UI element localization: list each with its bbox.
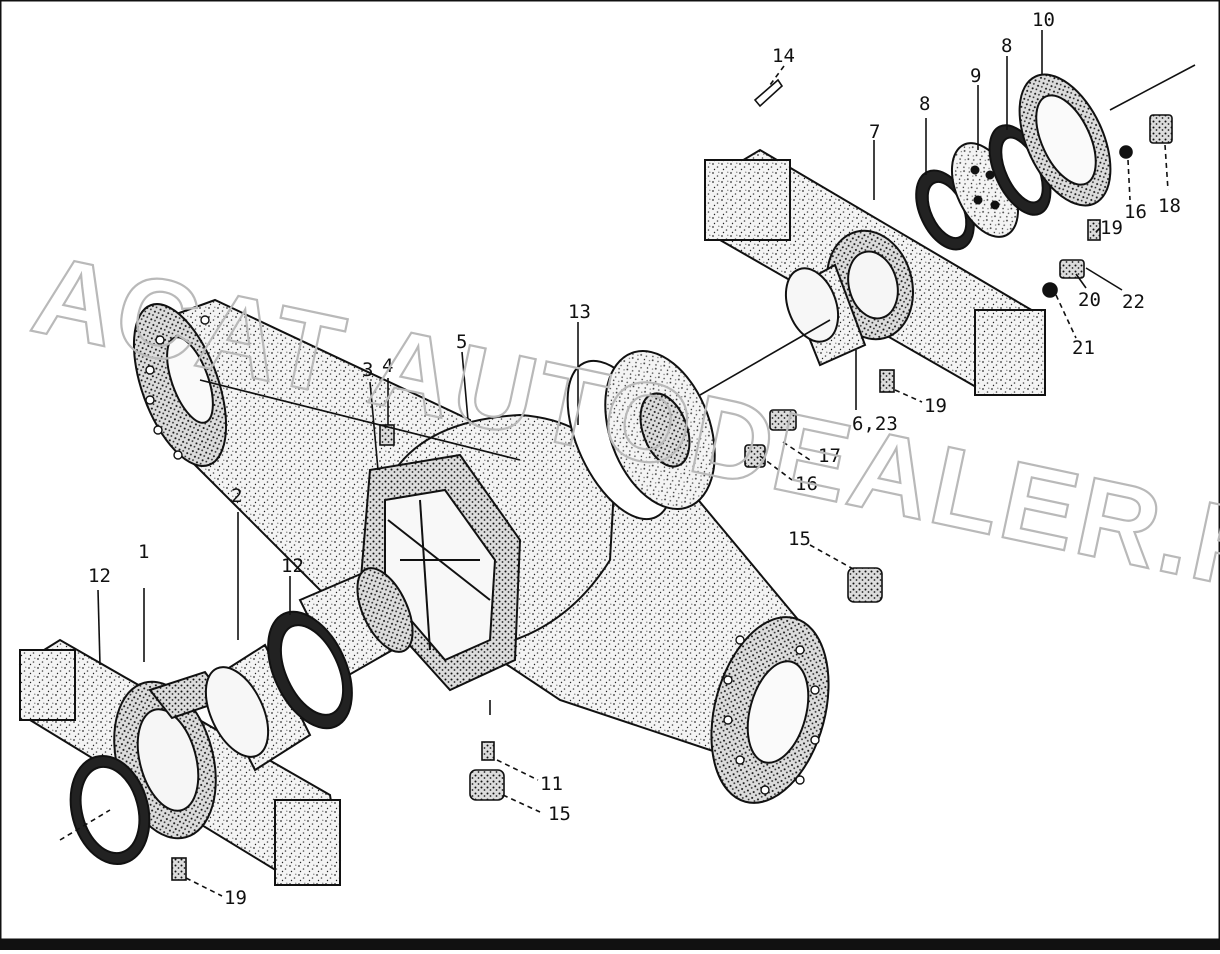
end-cap-10 bbox=[1018, 73, 1112, 207]
callout-7: 7 bbox=[869, 121, 880, 143]
callout-16b: 16 bbox=[795, 473, 818, 495]
nut-15-icon bbox=[847, 567, 883, 603]
fitting-19-icon bbox=[1087, 219, 1101, 241]
bolt-18-icon bbox=[1149, 114, 1173, 144]
bolt-4-icon bbox=[379, 424, 395, 446]
flange-bolt-holes bbox=[145, 315, 820, 795]
callout-leaders bbox=[97, 30, 1169, 897]
plug-11-icon bbox=[481, 741, 495, 761]
callout-22: 22 bbox=[1122, 291, 1145, 313]
seal-ring-12 bbox=[267, 610, 353, 730]
axle-housing bbox=[132, 298, 830, 804]
callout-19b: 19 bbox=[924, 395, 947, 417]
bottom-bar bbox=[0, 940, 1220, 950]
callout-8a: 8 bbox=[919, 93, 930, 115]
bolt-22-icon bbox=[1059, 259, 1085, 279]
callout-19c: 19 bbox=[224, 887, 247, 909]
cover-plate-13 bbox=[566, 350, 716, 521]
bushing-2 bbox=[204, 643, 312, 772]
washer-16-icon bbox=[1119, 145, 1133, 159]
callout-10: 10 bbox=[1032, 9, 1055, 31]
callout-5: 5 bbox=[456, 331, 467, 353]
callout-18: 18 bbox=[1158, 195, 1181, 217]
callout-11: 11 bbox=[540, 773, 563, 795]
callout-12a: 12 bbox=[88, 565, 111, 587]
nut-15b-icon bbox=[469, 769, 505, 801]
callout-8b: 8 bbox=[1001, 35, 1012, 57]
bolt-17-icon bbox=[769, 409, 797, 431]
callout-16a: 16 bbox=[1124, 201, 1147, 223]
callout-15b: 15 bbox=[548, 803, 571, 825]
callout-20: 20 bbox=[1078, 289, 1101, 311]
callout-19a: 19 bbox=[1100, 217, 1123, 239]
callout-9: 9 bbox=[970, 65, 981, 87]
callout-3: 3 bbox=[362, 359, 373, 381]
callout-4: 4 bbox=[382, 355, 393, 377]
callout-17: 17 bbox=[818, 445, 841, 467]
bolt-16-icon bbox=[744, 444, 766, 468]
guide-lines bbox=[59, 64, 1196, 841]
washer-21-icon bbox=[1042, 282, 1058, 298]
small-hardware bbox=[171, 78, 1173, 881]
pin-14-icon bbox=[753, 78, 784, 108]
callout-13: 13 bbox=[568, 301, 591, 323]
fitting-19b-icon bbox=[879, 369, 895, 393]
callout-21: 21 bbox=[1072, 337, 1095, 359]
callout-2: 2 bbox=[231, 485, 242, 507]
callout-12b: 12 bbox=[281, 555, 304, 577]
callout-labels: 1 2 3 4 5 6,23 7 8 8 9 10 11 12 12 13 14… bbox=[88, 9, 1181, 909]
callout-15a: 15 bbox=[788, 528, 811, 550]
callout-14: 14 bbox=[772, 45, 795, 67]
callout-6-23: 6,23 bbox=[852, 413, 898, 435]
right-bracket bbox=[704, 148, 1047, 397]
callout-1: 1 bbox=[138, 541, 149, 563]
fitting-19c-icon bbox=[171, 857, 187, 881]
